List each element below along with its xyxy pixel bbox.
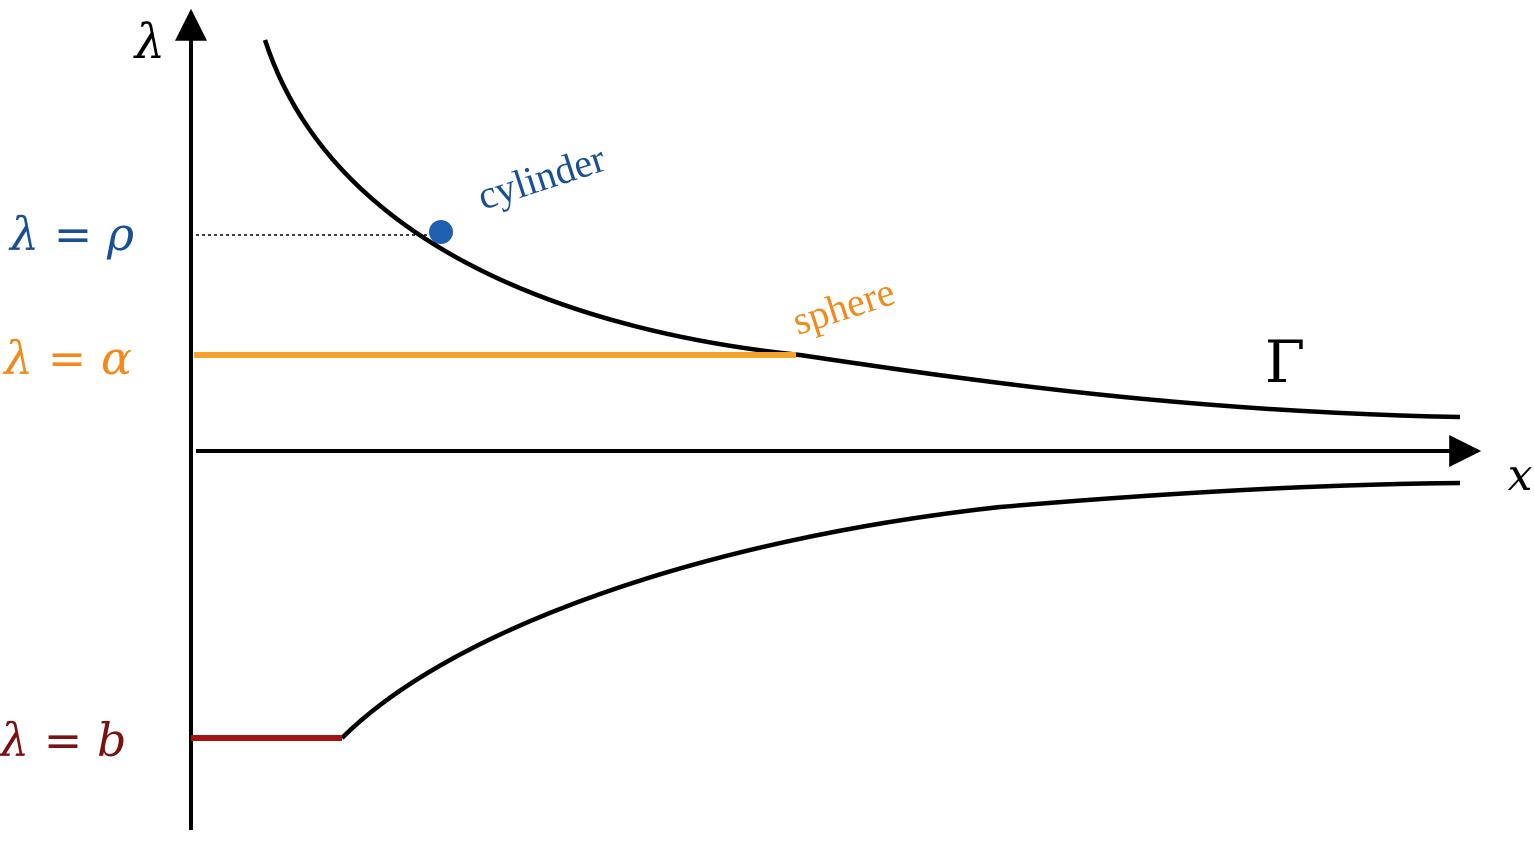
sphere-annotation: sphere <box>787 268 900 343</box>
upper-curve-gamma <box>262 39 1461 420</box>
rho-level-label: λ = ρ <box>8 207 134 261</box>
gamma-curve-label: Γ <box>1265 328 1305 396</box>
y-axis-label: λ <box>133 14 165 70</box>
alpha-level-label: λ = α <box>2 331 132 385</box>
lower-curve <box>340 480 1461 740</box>
x-axis-label: x <box>1508 450 1533 501</box>
cylinder-point <box>429 220 453 244</box>
b-level-label: λ = b <box>0 713 126 767</box>
cylinder-annotation: cylinder <box>472 135 611 218</box>
